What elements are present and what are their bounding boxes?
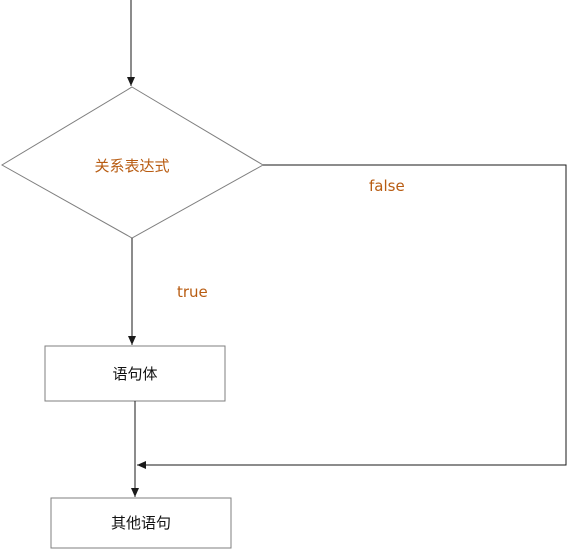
false-arrow bbox=[137, 164, 567, 469]
condition-label: 关系表达式 bbox=[94, 157, 169, 175]
body-box[interactable] bbox=[44, 345, 226, 402]
body-label: 语句体 bbox=[112, 365, 157, 383]
next-statement-box[interactable] bbox=[50, 497, 232, 549]
next-statement-label: 其他语句 bbox=[111, 514, 171, 532]
false-label: false bbox=[369, 177, 405, 195]
true-label: true bbox=[177, 283, 208, 301]
